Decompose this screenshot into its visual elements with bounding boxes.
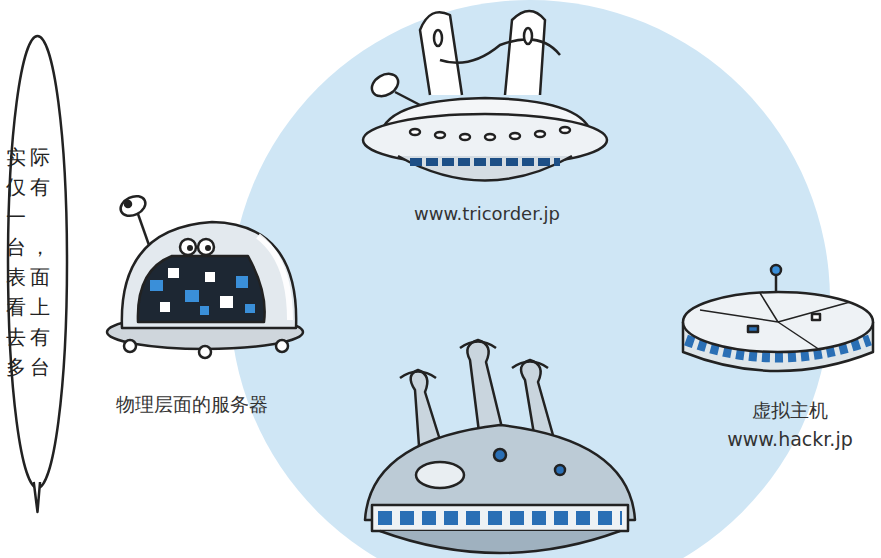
bubble-outline xyxy=(6,34,69,490)
robot-server xyxy=(107,192,303,358)
robot-pixels xyxy=(150,268,255,315)
network-circle xyxy=(230,0,830,558)
speech-bubble: 实际仅有一台，表面看上去有多台 xyxy=(6,34,69,490)
caption-label: www.tricorder.jp xyxy=(414,200,560,227)
ufo-top xyxy=(363,11,607,181)
bubble-shape xyxy=(8,36,67,488)
caption-label: 物理层面的服务器 xyxy=(116,390,268,419)
ufo-bottom xyxy=(365,340,635,553)
bubble-text: 实际仅有一台，表面看上去有多台 xyxy=(6,142,69,382)
caption-label: 虚拟主机 www.hackr.jp xyxy=(727,396,853,453)
bubble-tail xyxy=(34,482,40,512)
ufo-right xyxy=(683,265,873,371)
